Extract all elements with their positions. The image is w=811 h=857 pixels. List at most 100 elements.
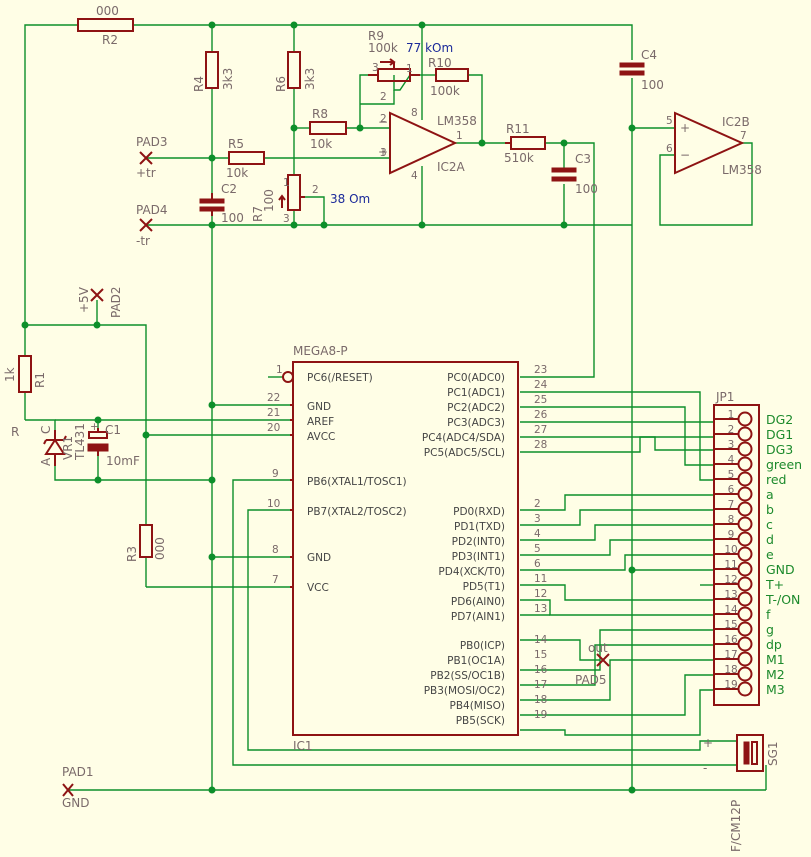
svg-text:510k: 510k <box>504 151 534 165</box>
resistor-r10: R10 100k <box>428 56 469 98</box>
jp1-pin <box>737 441 753 457</box>
svg-text:F/CM12P: F/CM12P <box>729 800 743 852</box>
svg-text:6: 6 <box>666 143 673 155</box>
svg-text:5: 5 <box>666 115 673 127</box>
jp1-pin <box>737 411 753 427</box>
svg-text:PB1(OC1A): PB1(OC1A) <box>447 655 505 667</box>
svg-text:PC1(ADC1): PC1(ADC1) <box>447 387 505 399</box>
svg-text:PB6(XTAL1/TOSC1): PB6(XTAL1/TOSC1) <box>307 476 407 488</box>
svg-text:4: 4 <box>411 170 418 182</box>
svg-text:AREF: AREF <box>307 416 334 428</box>
resistor-r4: R4 3k3 <box>192 51 235 92</box>
svg-text:38 Om: 38 Om <box>330 192 370 206</box>
jp1-pin-number: 1 <box>728 409 735 421</box>
resistor-r7: 1 2 3 R7 100 38 Om <box>251 174 370 225</box>
svg-text:PD4(XCK/T0): PD4(XCK/T0) <box>438 566 505 578</box>
jp1-pin <box>737 546 753 562</box>
svg-text:GND: GND <box>307 401 331 413</box>
connector-jp1: JP1 <box>713 390 760 706</box>
svg-text:12: 12 <box>534 588 547 600</box>
svg-text:100: 100 <box>641 78 664 92</box>
svg-text:R9: R9 <box>368 29 384 43</box>
pad-pad5: out PAD5 <box>575 641 610 687</box>
svg-text:PC4(ADC4/SDA): PC4(ADC4/SDA) <box>422 432 505 444</box>
svg-text:PB5(SCK): PB5(SCK) <box>456 715 505 727</box>
jp1-pin-label: DG3 <box>766 442 793 457</box>
svg-text:2: 2 <box>380 91 387 103</box>
svg-text:3: 3 <box>380 147 387 159</box>
jp1-pin-number: 15 <box>724 619 737 631</box>
jp1-pin-label: T-/ON <box>765 592 800 607</box>
jp1-pin <box>737 591 753 607</box>
svg-text:out: out <box>588 641 608 655</box>
resistor-r9: 3 2 1 R9 100k 77 kOm <box>368 29 453 103</box>
svg-text:3: 3 <box>372 62 379 74</box>
svg-text:IC2B: IC2B <box>722 115 750 129</box>
svg-text:26: 26 <box>534 409 548 421</box>
svg-text:-tr: -tr <box>136 234 150 248</box>
svg-text:PB4(MISO): PB4(MISO) <box>450 700 506 712</box>
jp1-pin <box>737 636 753 652</box>
svg-text:100: 100 <box>575 182 598 196</box>
resistor-r6: R6 3k3 <box>274 51 317 92</box>
jp1-pin-number: 11 <box>724 559 737 571</box>
jp1-pin-number: 19 <box>724 679 737 691</box>
jp1-pin-number: 18 <box>724 664 737 676</box>
capacitor-c2: C2 100 <box>199 182 244 225</box>
svg-text:100: 100 <box>262 189 276 212</box>
svg-text:PD2(INT0): PD2(INT0) <box>452 536 505 548</box>
svg-text:+: + <box>703 736 713 750</box>
jp1-pin-number: 4 <box>728 454 735 466</box>
svg-text:7: 7 <box>740 130 747 142</box>
svg-text:27: 27 <box>534 424 547 436</box>
svg-text:PD3(INT1): PD3(INT1) <box>452 551 505 563</box>
svg-text:GND: GND <box>62 796 90 810</box>
svg-text:PAD3: PAD3 <box>136 135 168 149</box>
svg-text:2: 2 <box>534 498 541 510</box>
svg-text:R5: R5 <box>228 137 244 151</box>
resistor-r5: R5 10k <box>226 137 265 180</box>
svg-text:R3: R3 <box>125 546 139 562</box>
resistor-r8: R8 10k <box>309 107 347 151</box>
svg-text:R2: R2 <box>102 33 118 47</box>
jp1-pin-label: T+ <box>765 577 784 592</box>
svg-text:PD5(T1): PD5(T1) <box>463 581 505 593</box>
svg-text:PD7(AIN1): PD7(AIN1) <box>451 611 505 623</box>
svg-text:IC2A: IC2A <box>437 160 466 174</box>
svg-text:3k3: 3k3 <box>221 68 235 90</box>
capacitor-c1: + C1 10mF <box>87 421 140 468</box>
regulator-vr1: R C A VR1 TL431 <box>11 423 87 466</box>
svg-text:11: 11 <box>534 573 547 585</box>
svg-text:1: 1 <box>283 177 290 189</box>
jp1-pin-label: g <box>766 622 774 637</box>
svg-text:PB3(MOSI/OC2): PB3(MOSI/OC2) <box>424 685 505 697</box>
jp1-pin-label: M2 <box>766 667 785 682</box>
jp1-pin-label: M3 <box>766 682 785 697</box>
svg-text:23: 23 <box>534 364 547 376</box>
svg-text:100: 100 <box>221 211 244 225</box>
svg-text:+5V: +5V <box>77 286 91 313</box>
resistor-r2: 000 R2 <box>77 4 134 47</box>
svg-text:2: 2 <box>312 184 319 196</box>
svg-text:C4: C4 <box>641 48 657 62</box>
pad-pad4: PAD4 -tr <box>136 203 168 248</box>
jp1-pin-label: c <box>766 517 773 532</box>
jp1-pin-number: 3 <box>728 439 735 451</box>
jp1-pin-number: 5 <box>728 469 735 481</box>
buzzer-sg1: + - SG1 F/CM12P <box>703 734 780 852</box>
wires <box>24 24 767 791</box>
pad-pad1: PAD1 GND <box>62 765 94 810</box>
svg-text:PD1(TXD): PD1(TXD) <box>454 521 505 533</box>
resistor-r3: R3 000 <box>125 524 167 562</box>
svg-text:VCC: VCC <box>307 582 329 594</box>
mcu-ic1: MEGA8-P IC1 1 PC6(/RESET) 22 GND 21 AREF… <box>267 344 548 753</box>
svg-text:10k: 10k <box>310 137 332 151</box>
svg-text:PAD2: PAD2 <box>109 286 123 318</box>
svg-text:17: 17 <box>534 679 547 691</box>
svg-text:C3: C3 <box>575 152 591 166</box>
svg-text:25: 25 <box>534 394 547 406</box>
opamp-ic2b: + − 5 6 7 IC2B LM358 <box>666 111 762 177</box>
jp1-pin-label: b <box>766 502 774 517</box>
svg-text:PC2(ADC2): PC2(ADC2) <box>447 402 505 414</box>
jp1-pin-label: M1 <box>766 652 785 667</box>
